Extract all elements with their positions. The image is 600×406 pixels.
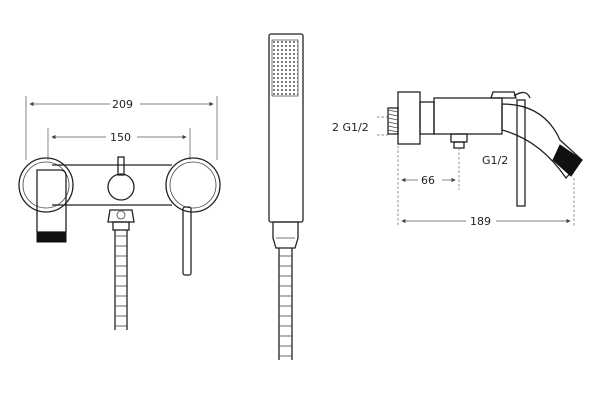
dimension-150-label: 150 <box>110 131 131 144</box>
front-hose <box>114 230 128 330</box>
dimension-thread-label: 2 G1/2 <box>332 121 369 134</box>
front-view <box>18 96 221 330</box>
dimension-line-209 <box>25 96 218 160</box>
dimension-209-label: 209 <box>112 98 133 111</box>
dimension-line-189 <box>401 178 575 226</box>
dimension-outlet-thread-label: G1/2 <box>482 154 508 167</box>
dimension-189-label: 189 <box>470 215 491 228</box>
shower-spray-face <box>271 39 299 97</box>
mixer-body <box>18 156 221 276</box>
dimension-66-label: 66 <box>421 174 435 187</box>
dimension-line-150 <box>47 128 191 160</box>
side-view <box>377 91 583 226</box>
spout-outlet <box>36 231 67 243</box>
dimension-line-66 <box>397 146 456 226</box>
hand-shower <box>268 33 304 360</box>
side-spout-outlet <box>552 144 583 177</box>
